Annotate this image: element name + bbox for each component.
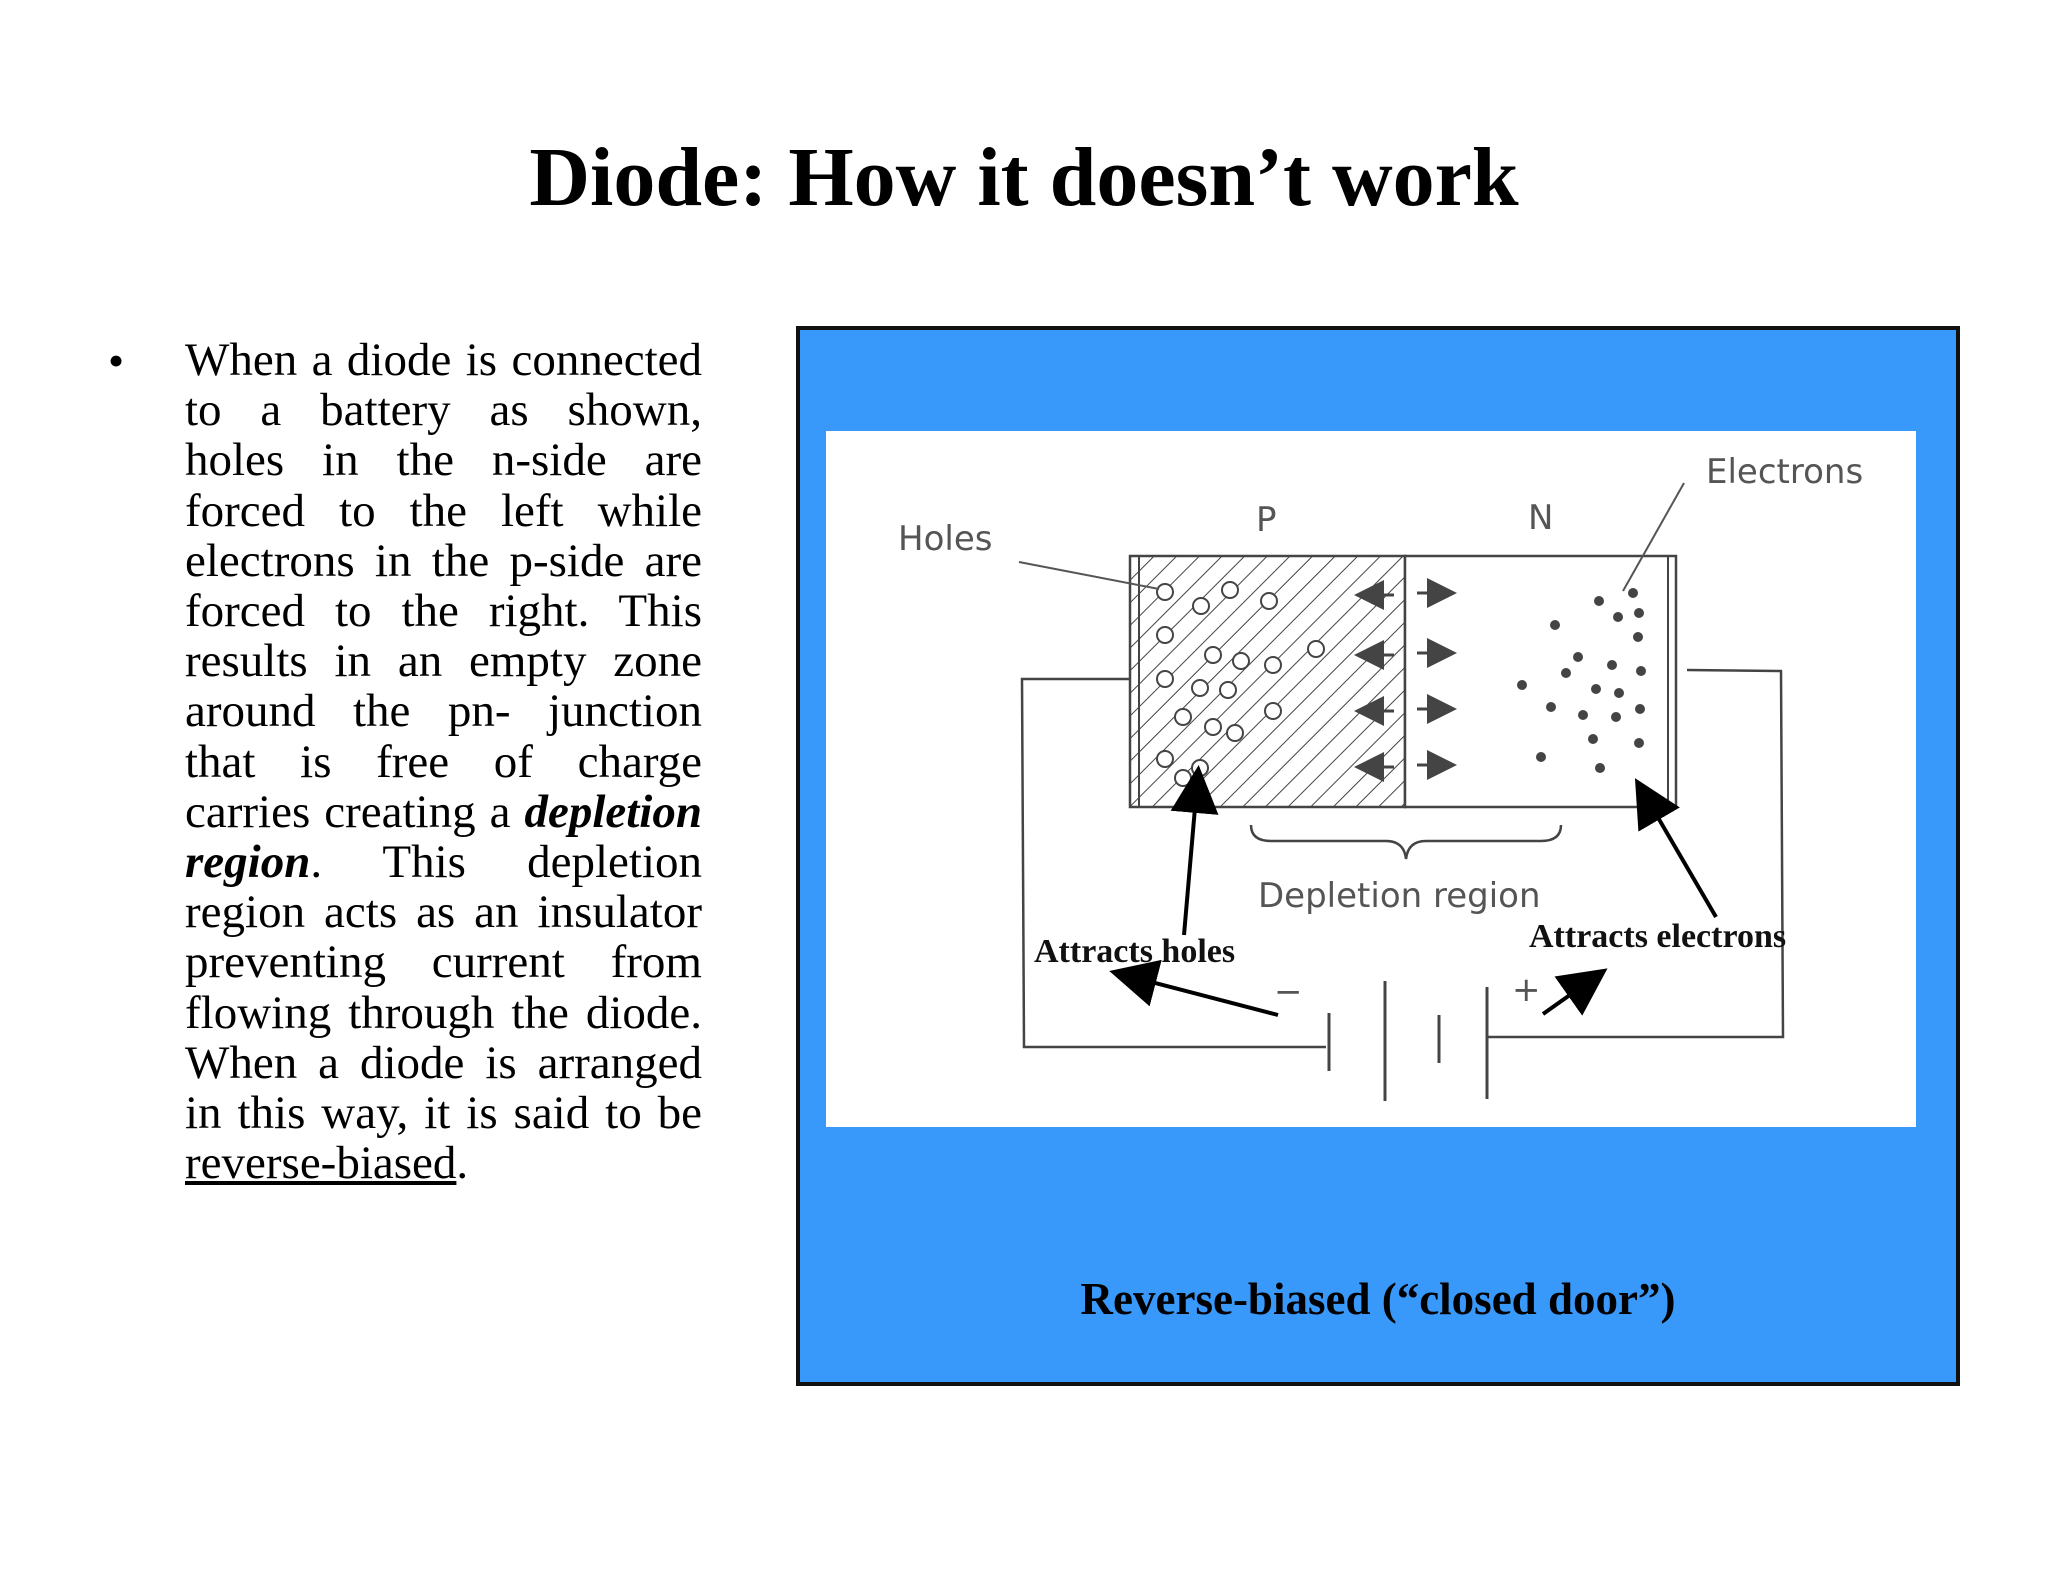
bullet-marker: •: [108, 335, 125, 386]
annotation-arrows: [1109, 765, 1718, 1017]
battery-symbol: [1327, 981, 1489, 1101]
minus-label: −: [1274, 972, 1303, 1012]
bullet-text: When a diode is connected to a battery a…: [185, 335, 702, 1188]
electron-dots: [1517, 588, 1646, 773]
diode-diagram: Holes P N Electrons Depletion region − +…: [826, 431, 1916, 1127]
circuit-wires: [1020, 668, 1785, 1049]
attracts-holes-label: Attracts holes: [1034, 933, 1235, 970]
bullet-text-part2: . This depletion region acts as an insul…: [185, 836, 702, 1140]
reverse-biased-term: reverse-biased: [185, 1137, 457, 1190]
figure-panel: Holes P N Electrons Depletion region − +…: [796, 326, 1960, 1386]
depletion-region-emphasis: depletion region: [185, 785, 702, 889]
bullet-text-part3: .: [456, 1137, 469, 1190]
figure-caption: Reverse-biased (“closed door”): [1080, 1274, 1676, 1324]
depletion-arrows: [1354, 578, 1457, 782]
plus-label: +: [1512, 970, 1541, 1010]
attracts-electrons-label: Attracts electrons: [1529, 918, 1786, 955]
p-label: P: [1256, 500, 1277, 540]
bullet-text-part1: When a diode is connected to a battery a…: [185, 334, 702, 838]
n-label: N: [1528, 498, 1553, 538]
electrons-label: Electrons: [1706, 452, 1863, 492]
slide-title: Diode: How it doesn’t work: [529, 131, 1519, 224]
holes-label: Holes: [898, 519, 992, 559]
depletion-region-label: Depletion region: [1258, 876, 1541, 916]
depletion-brace: [1249, 824, 1563, 860]
